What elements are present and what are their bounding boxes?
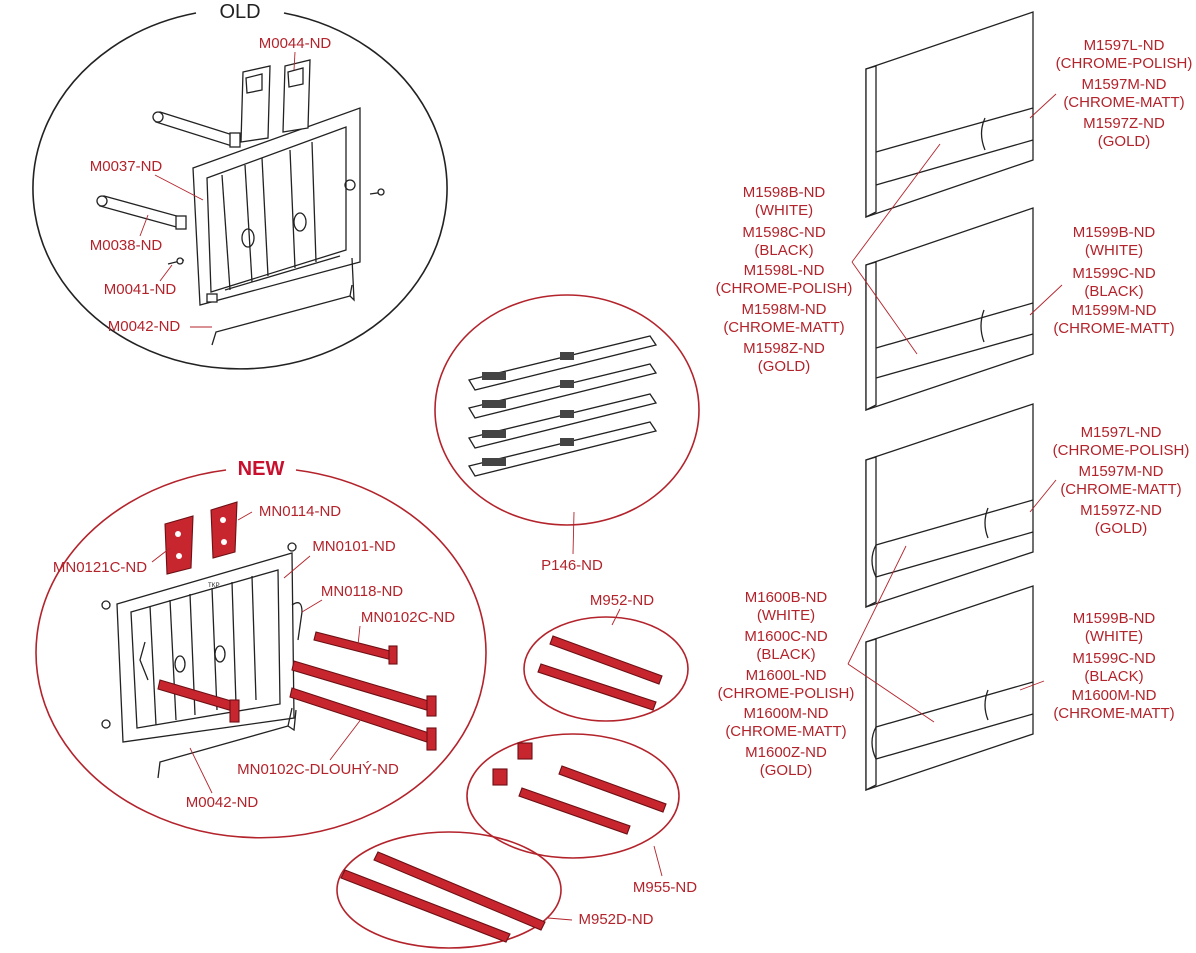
label-mn0101: MN0101-ND [312, 538, 396, 555]
old-kit-outline [32, 12, 448, 370]
p1r-3: (CHROME-MATT) [1063, 94, 1184, 111]
p1l-0: M1598B-ND [743, 184, 826, 201]
new-wire-hanger [157, 707, 297, 779]
p2r-4: M1599M-ND [1071, 302, 1156, 319]
labels-panel1-left: M1598B-ND (WHITE) M1598C-ND (BLACK) M159… [716, 143, 941, 375]
p1l-1: (WHITE) [755, 202, 813, 219]
p1l-8: M1598Z-ND [743, 340, 825, 357]
m955-outline [466, 733, 680, 859]
flush-panel-3 [865, 403, 1034, 609]
old-kit-group: OLD [32, 1, 448, 370]
p1r-1: (CHROME-POLISH) [1056, 55, 1193, 72]
p1l-4: M1598L-ND [744, 262, 825, 279]
label-m955: M955-ND [633, 879, 697, 896]
m952-group: M952-ND [523, 592, 689, 722]
p3l-4: M1600L-ND [746, 667, 827, 684]
old-rods [96, 111, 241, 230]
label-mn0114: MN0114-ND [259, 503, 341, 520]
p3l-7: (CHROME-MATT) [725, 723, 846, 740]
p4r-4: M1600M-ND [1071, 687, 1156, 704]
new-red-rods [289, 631, 437, 751]
m952d-group: M952D-ND [336, 831, 654, 949]
p4r-5: (CHROME-MATT) [1053, 705, 1174, 722]
old-wire-hanger [211, 257, 355, 346]
p1l-3: (BLACK) [754, 242, 813, 259]
label-m952d: M952D-ND [578, 911, 653, 928]
m952d-outline [336, 831, 562, 949]
labels-panel3-right: M1597L-ND (CHROME-POLISH) M1597M-ND (CHR… [1029, 424, 1190, 537]
m952d-rods [340, 851, 546, 943]
m955-parts [492, 742, 667, 835]
label-m952: M952-ND [590, 592, 654, 609]
svg-text:TKP: TKP [208, 583, 220, 589]
p3r-2: M1597M-ND [1078, 463, 1163, 480]
new-red-clips [164, 501, 238, 575]
p4r-3: (BLACK) [1084, 668, 1143, 685]
new-frame-red-arm [157, 679, 240, 723]
p1l-9: (GOLD) [758, 358, 811, 375]
labels-panel4-right: M1599B-ND (WHITE) M1599C-ND (BLACK) M160… [1019, 610, 1175, 722]
old-frame [192, 107, 361, 306]
p1l-2: M1598C-ND [742, 224, 826, 241]
new-header: NEW [238, 458, 285, 480]
new-kit-outline [35, 469, 487, 839]
p1r-5: (GOLD) [1098, 133, 1151, 150]
p1r-2: M1597M-ND [1081, 76, 1166, 93]
old-header: OLD [219, 1, 260, 23]
label-p146: P146-ND [541, 557, 603, 574]
p4r-1: (WHITE) [1085, 628, 1143, 645]
p2r-1: (WHITE) [1085, 242, 1143, 259]
p3r-5: (GOLD) [1095, 520, 1148, 537]
label-m0038: M0038-ND [90, 237, 163, 254]
old-clip-parts [240, 59, 311, 143]
labels-panel2-right: M1599B-ND (WHITE) M1599C-ND (BLACK) M159… [1029, 224, 1175, 337]
p2r-5: (CHROME-MATT) [1053, 320, 1174, 337]
label-mn0102c-dlouhy: MN0102C-DLOUHÝ-ND [237, 761, 399, 778]
label-m0037: M0037-ND [90, 158, 163, 175]
new-kit-group: NEW TKP [35, 458, 487, 839]
p3l-3: (BLACK) [756, 646, 815, 663]
p3r-1: (CHROME-POLISH) [1053, 442, 1190, 459]
p4r-0: M1599B-ND [1073, 610, 1156, 627]
labels-panel3-left: M1600B-ND (WHITE) M1600C-ND (BLACK) M160… [718, 545, 935, 779]
label-m0042-old: M0042-ND [108, 318, 181, 335]
p3l-0: M1600B-ND [745, 589, 828, 606]
label-m0041: M0041-ND [104, 281, 177, 298]
p146-outline [434, 294, 700, 526]
flush-panel-2 [865, 207, 1034, 412]
p1l-6: M1598M-ND [741, 301, 826, 318]
m952-outline [523, 616, 689, 722]
label-mn0121c: MN0121C-ND [53, 559, 147, 576]
p3l-1: (WHITE) [757, 607, 815, 624]
p1r-0: M1597L-ND [1084, 37, 1165, 54]
p2r-3: (BLACK) [1084, 283, 1143, 300]
p3l-9: (GOLD) [760, 762, 813, 779]
label-mn0118: MN0118-ND [321, 583, 403, 600]
m955-group: M955-ND [466, 733, 697, 896]
p3l-5: (CHROME-POLISH) [718, 685, 855, 702]
p3r-4: M1597Z-ND [1080, 502, 1162, 519]
p146-group: P146-ND [434, 294, 700, 574]
p1l-5: (CHROME-POLISH) [716, 280, 853, 297]
p3l-8: M1600Z-ND [745, 744, 827, 761]
label-m0044: M0044-ND [259, 35, 332, 52]
p2r-2: M1599C-ND [1072, 265, 1156, 282]
labels-panel1-right: M1597L-ND (CHROME-POLISH) M1597M-ND (CHR… [1029, 37, 1193, 150]
p3l-2: M1600C-ND [744, 628, 828, 645]
label-mn0102c: MN0102C-ND [361, 609, 455, 626]
m952-rods [537, 635, 663, 711]
p4r-2: M1599C-ND [1072, 650, 1156, 667]
flush-panel-1 [865, 11, 1034, 219]
p146-templates [467, 335, 658, 477]
flush-panel-4 [865, 585, 1034, 792]
p1r-4: M1597Z-ND [1083, 115, 1165, 132]
p3l-6: M1600M-ND [743, 705, 828, 722]
old-screws [167, 188, 385, 265]
p2r-0: M1599B-ND [1073, 224, 1156, 241]
p1l-7: (CHROME-MATT) [723, 319, 844, 336]
p3r-0: M1597L-ND [1081, 424, 1162, 441]
p3r-3: (CHROME-MATT) [1060, 481, 1181, 498]
label-m0042-new: M0042-ND [186, 794, 259, 811]
